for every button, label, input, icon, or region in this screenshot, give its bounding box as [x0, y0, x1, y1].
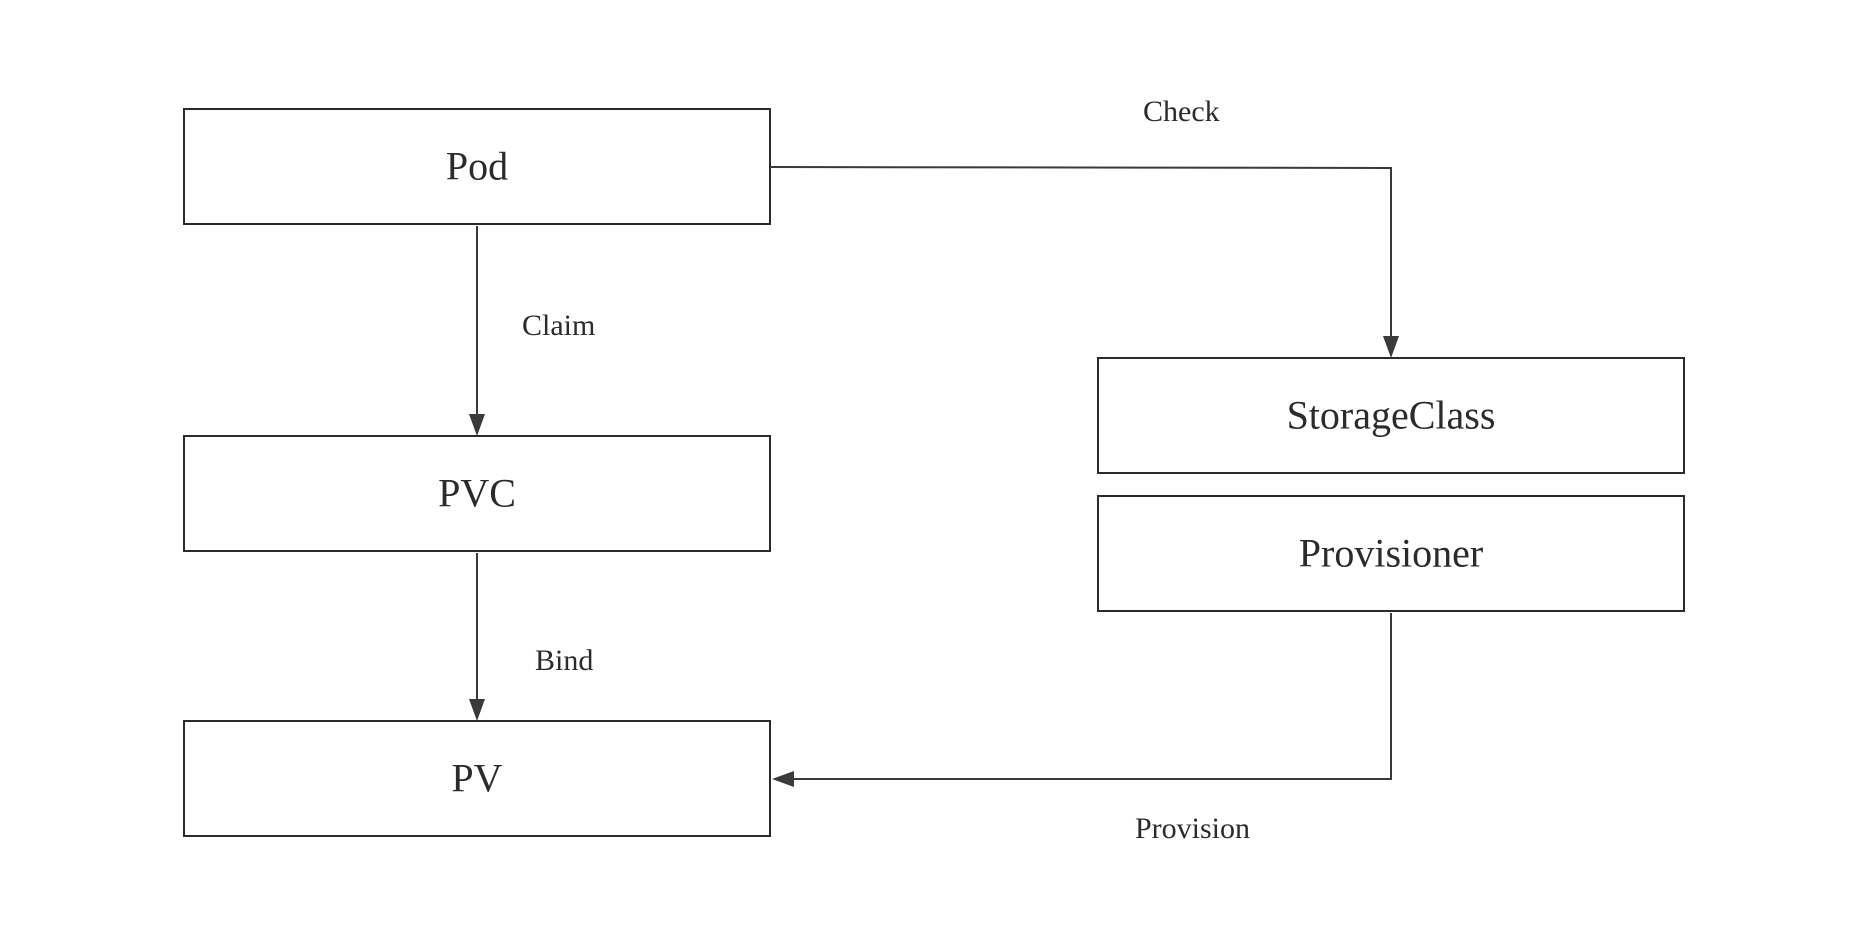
edge-check-line	[769, 166, 1392, 340]
edge-check-arrowhead	[1383, 336, 1399, 358]
node-provisioner: Provisioner	[1097, 495, 1685, 612]
node-pod: Pod	[183, 108, 771, 225]
edge-bind-arrowhead	[469, 699, 485, 721]
edge-check: Check	[769, 95, 1399, 358]
edge-provision-line	[790, 613, 1392, 780]
node-provisioner-label: Provisioner	[1299, 531, 1483, 576]
node-pod-label: Pod	[446, 144, 508, 189]
edge-claim-arrowhead	[469, 414, 485, 436]
edge-provision-label: Provision	[1135, 812, 1250, 845]
edge-provision-arrowhead	[772, 771, 794, 787]
edge-claim: Claim	[469, 226, 595, 436]
node-pvc: PVC	[183, 435, 771, 552]
node-storageclass-label: StorageClass	[1287, 393, 1496, 438]
edge-check-label: Check	[1143, 95, 1220, 128]
node-pvc-label: PVC	[438, 471, 516, 516]
node-storageclass: StorageClass	[1097, 357, 1685, 474]
edge-claim-label: Claim	[522, 309, 595, 342]
edge-provision: Provision	[772, 613, 1392, 845]
edge-bind: Bind	[469, 553, 593, 721]
node-pv-label: PV	[451, 756, 502, 801]
node-pv: PV	[183, 720, 771, 837]
edge-bind-label: Bind	[535, 644, 593, 677]
